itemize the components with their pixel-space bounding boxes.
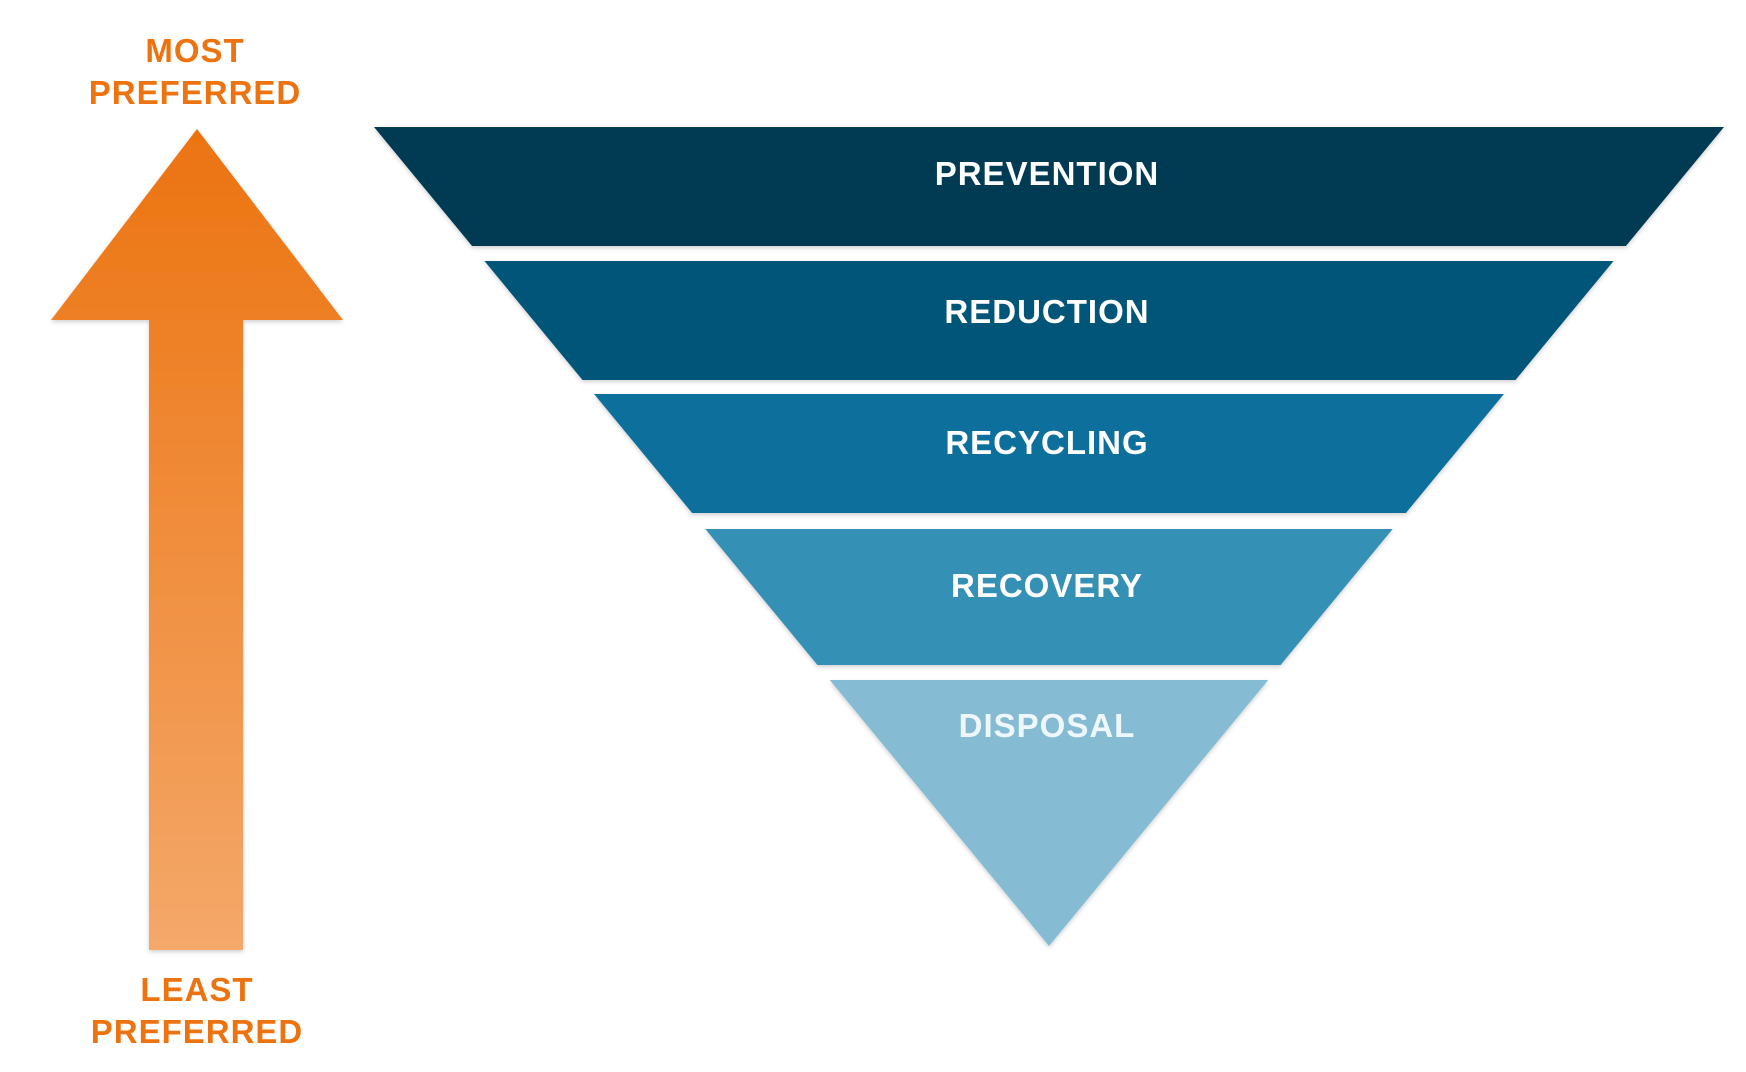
least-preferred-label: PREFERRED xyxy=(91,1013,304,1050)
arrow-up-icon xyxy=(51,129,343,950)
tier-reduction xyxy=(484,261,1614,380)
least-label: LEAST xyxy=(140,971,253,1008)
tier-prevention xyxy=(374,127,1724,246)
preference-arrow xyxy=(51,129,343,950)
tier-disposal xyxy=(829,680,1269,946)
most-label: MOST xyxy=(145,32,244,69)
tier-recycling xyxy=(594,394,1504,513)
tier-recovery xyxy=(705,529,1393,665)
tier-label-recovery: RECOVERY xyxy=(951,567,1143,604)
most-preferred-label: PREFERRED xyxy=(89,74,302,111)
tier-label-prevention: PREVENTION xyxy=(935,155,1160,192)
tier-label-disposal: DISPOSAL xyxy=(959,707,1136,744)
tier-label-reduction: REDUCTION xyxy=(944,293,1149,330)
hierarchy-pyramid: PREVENTION REDUCTION RECYCLING RECOVERY DISP… xyxy=(374,127,1724,946)
tier-label-recycling: RECYCLING xyxy=(945,424,1148,461)
